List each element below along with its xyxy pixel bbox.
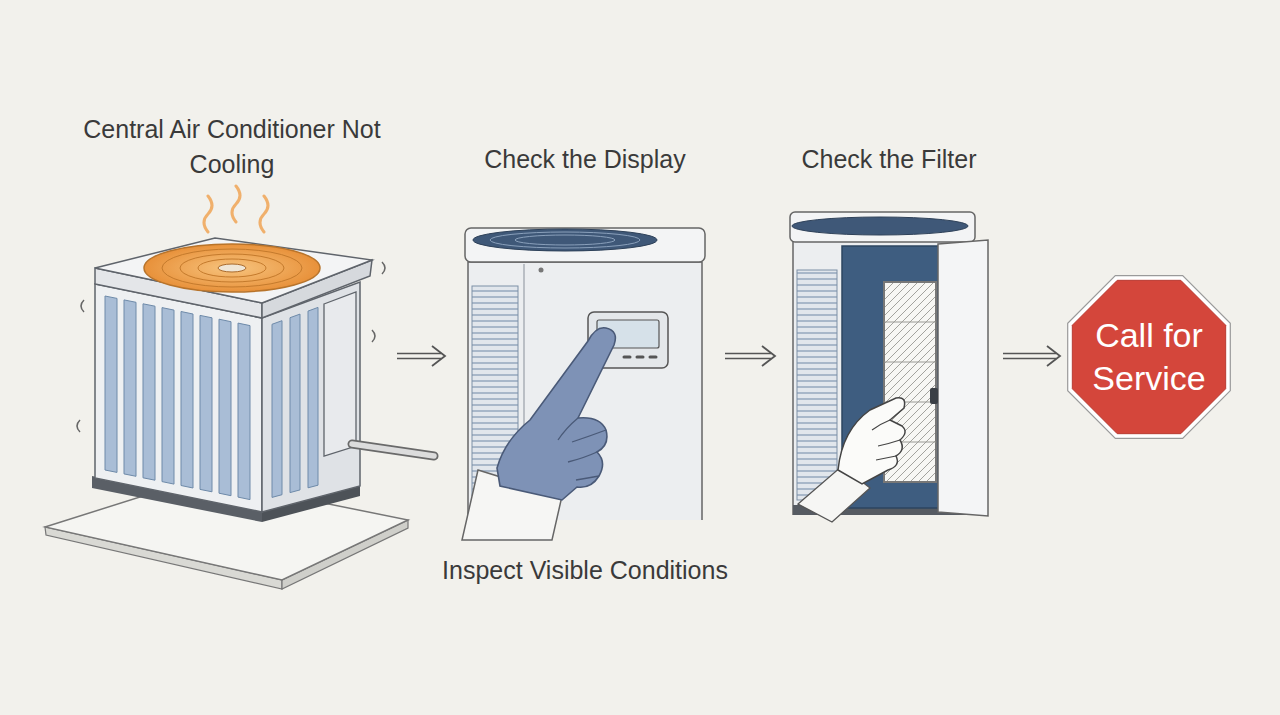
display-buttons <box>624 356 656 359</box>
arrow-shaft <box>397 353 441 360</box>
sign-border <box>1068 276 1231 439</box>
display-unit <box>462 228 705 540</box>
arrow-head <box>1047 346 1060 366</box>
flow-arrow <box>1003 346 1060 366</box>
fan-grille <box>792 217 968 235</box>
arrow-shaft-gap <box>397 354 441 357</box>
heat-waves <box>204 186 268 232</box>
step-panel: Check the Filter <box>775 142 1003 527</box>
louvers <box>797 270 837 500</box>
pipe-highlight <box>352 444 434 456</box>
arrow-head <box>432 346 445 366</box>
step-heading: Central Air Conditioner Not Cooling <box>82 112 382 182</box>
lid-top <box>95 238 372 303</box>
step-caption: Inspect Visible Conditions <box>405 553 765 587</box>
arrow-shaft-gap <box>725 354 771 357</box>
arrow-head <box>762 346 775 366</box>
unit-lid <box>790 212 975 242</box>
fan-grille <box>473 229 657 251</box>
side-face <box>262 282 360 512</box>
door-latch <box>930 388 938 404</box>
arrow-shaft <box>725 353 771 360</box>
vibration-marks <box>77 262 385 432</box>
gloved-hand <box>497 328 615 500</box>
side-louvers <box>272 307 318 497</box>
fan-rings <box>162 249 302 287</box>
step-panel: Check the DisplayInspect Visible Conditi… <box>445 142 725 592</box>
glove-creases <box>558 418 606 480</box>
arrow-shaft-gap <box>1003 354 1056 357</box>
pipe <box>352 444 434 456</box>
stop-sign: Call for Service <box>1060 268 1238 446</box>
flow-arrow <box>725 346 775 366</box>
sign-face <box>1072 280 1225 433</box>
filter-unit <box>790 212 988 522</box>
hot-condenser-unit <box>45 186 434 589</box>
front-louvers <box>105 296 250 500</box>
hot-fan-grille <box>144 244 320 292</box>
access-door <box>938 240 988 516</box>
hand <box>838 398 905 484</box>
finger-lines <box>872 420 900 460</box>
service-panel <box>324 292 356 456</box>
arrow-shaft <box>1003 353 1056 360</box>
step-heading: Check the Filter <box>755 142 1023 176</box>
unit-lid <box>465 228 705 262</box>
front-face <box>95 284 262 512</box>
step-heading: Check the Display <box>425 142 745 176</box>
fan-rings <box>490 232 640 248</box>
screw <box>539 268 544 273</box>
flow-arrow <box>397 346 445 366</box>
octagon-outline <box>1060 268 1238 446</box>
sign-text: Call for Service <box>1074 314 1224 400</box>
fan-hub <box>218 264 246 272</box>
step-panel: Central Air Conditioner Not Cooling <box>40 110 397 585</box>
unit-body <box>468 262 702 520</box>
